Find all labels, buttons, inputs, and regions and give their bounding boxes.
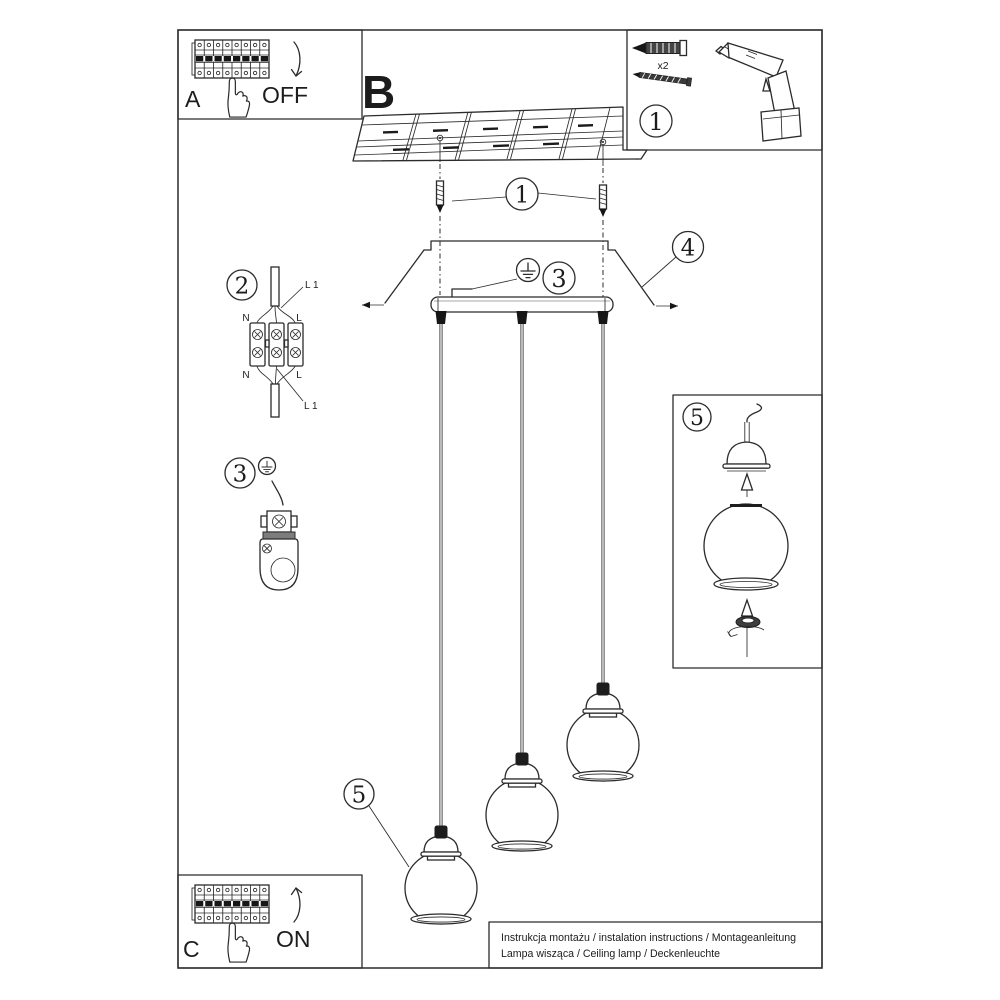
rotation-arrow-icon — [727, 625, 765, 657]
step-marker-screws-1: 1 — [451, 177, 597, 211]
step-marker-tools-1: 1 — [639, 104, 673, 138]
wall-plug-icon — [632, 39, 688, 57]
svg-text:1: 1 — [648, 108, 663, 136]
pendant-cable-middle — [520, 324, 524, 754]
cord-grip — [435, 311, 447, 324]
svg-text:3: 3 — [233, 462, 248, 488]
cord-grip — [597, 311, 609, 324]
mounting-bar — [430, 288, 614, 324]
terminal-block — [249, 322, 304, 367]
screw-icon — [632, 72, 693, 87]
section-b-label: B — [362, 66, 395, 118]
box-tools — [626, 29, 823, 151]
pendant-cables — [439, 324, 605, 827]
wire-label-n-bottom: N — [242, 370, 249, 381]
ground-lead-wire — [271, 480, 284, 506]
cable-curl — [746, 403, 763, 423]
step-marker-ground-3: 3 — [542, 261, 576, 295]
quantity-label: x2 — [657, 60, 668, 72]
lamp-cable — [270, 383, 280, 418]
box-step-a — [177, 29, 363, 120]
pendant-cable-right — [601, 324, 605, 684]
canopy-outline — [362, 240, 678, 310]
fuse-panel-icon — [191, 39, 270, 79]
wire-label-l-bottom: L — [296, 370, 302, 381]
ground-symbol-icon — [257, 456, 277, 476]
wiring-detail: 2 N L L 1 N L L 1 — [226, 266, 319, 418]
svg-text:3: 3 — [551, 265, 566, 293]
lamp-holder — [722, 441, 771, 472]
bracket-end — [259, 531, 299, 591]
drill-icon — [714, 42, 802, 142]
up-arrow-icon — [740, 472, 754, 497]
shade-assembly-detail: 5 — [682, 402, 789, 657]
ceiling-grid — [352, 106, 648, 162]
svg-text:4: 4 — [681, 236, 696, 262]
step-marker-canopy-4: 4 — [641, 230, 705, 288]
footer-line-1: Instrukcja montażu / instalation instruc… — [501, 932, 796, 944]
footer-box — [488, 921, 823, 969]
ground-clamp-detail: 3 — [224, 456, 299, 591]
off-label: OFF — [262, 82, 308, 108]
supply-cable — [270, 266, 280, 307]
wire-label-l1-top: L 1 — [305, 280, 319, 291]
on-label: ON — [276, 926, 311, 952]
svg-text:2: 2 — [235, 274, 250, 300]
step-marker-ground-detail-3: 3 — [224, 457, 256, 489]
retaining-ring — [735, 616, 761, 628]
alignment-lines — [439, 141, 604, 297]
svg-text:1: 1 — [515, 183, 530, 209]
fuse-panel-icon — [191, 884, 270, 924]
step-marker-shade-5: 5 — [343, 778, 410, 868]
step-a-label: A — [185, 86, 201, 112]
ground-wire — [451, 288, 473, 298]
ground-terminal — [260, 510, 298, 533]
glass-shade — [703, 503, 789, 591]
pendant-cable-left — [439, 324, 443, 827]
footer-line-2: Lampa wisząca / Ceiling lamp / Deckenleu… — [501, 948, 720, 960]
step-c-label: C — [183, 936, 200, 962]
wire-label-n-top: N — [242, 313, 249, 324]
svg-text:5: 5 — [690, 406, 704, 431]
wire-label-l-top: L — [296, 313, 302, 324]
step-marker-detail-5: 5 — [682, 402, 712, 432]
box-step-c — [177, 874, 363, 969]
cord-grip — [516, 311, 528, 324]
ground-symbol-canopy — [471, 257, 541, 290]
svg-text:5: 5 — [352, 783, 367, 809]
step-marker-wiring-2: 2 — [226, 269, 258, 301]
box-shade-detail — [672, 394, 823, 669]
wire-label-l1-bottom: L 1 — [304, 401, 318, 412]
